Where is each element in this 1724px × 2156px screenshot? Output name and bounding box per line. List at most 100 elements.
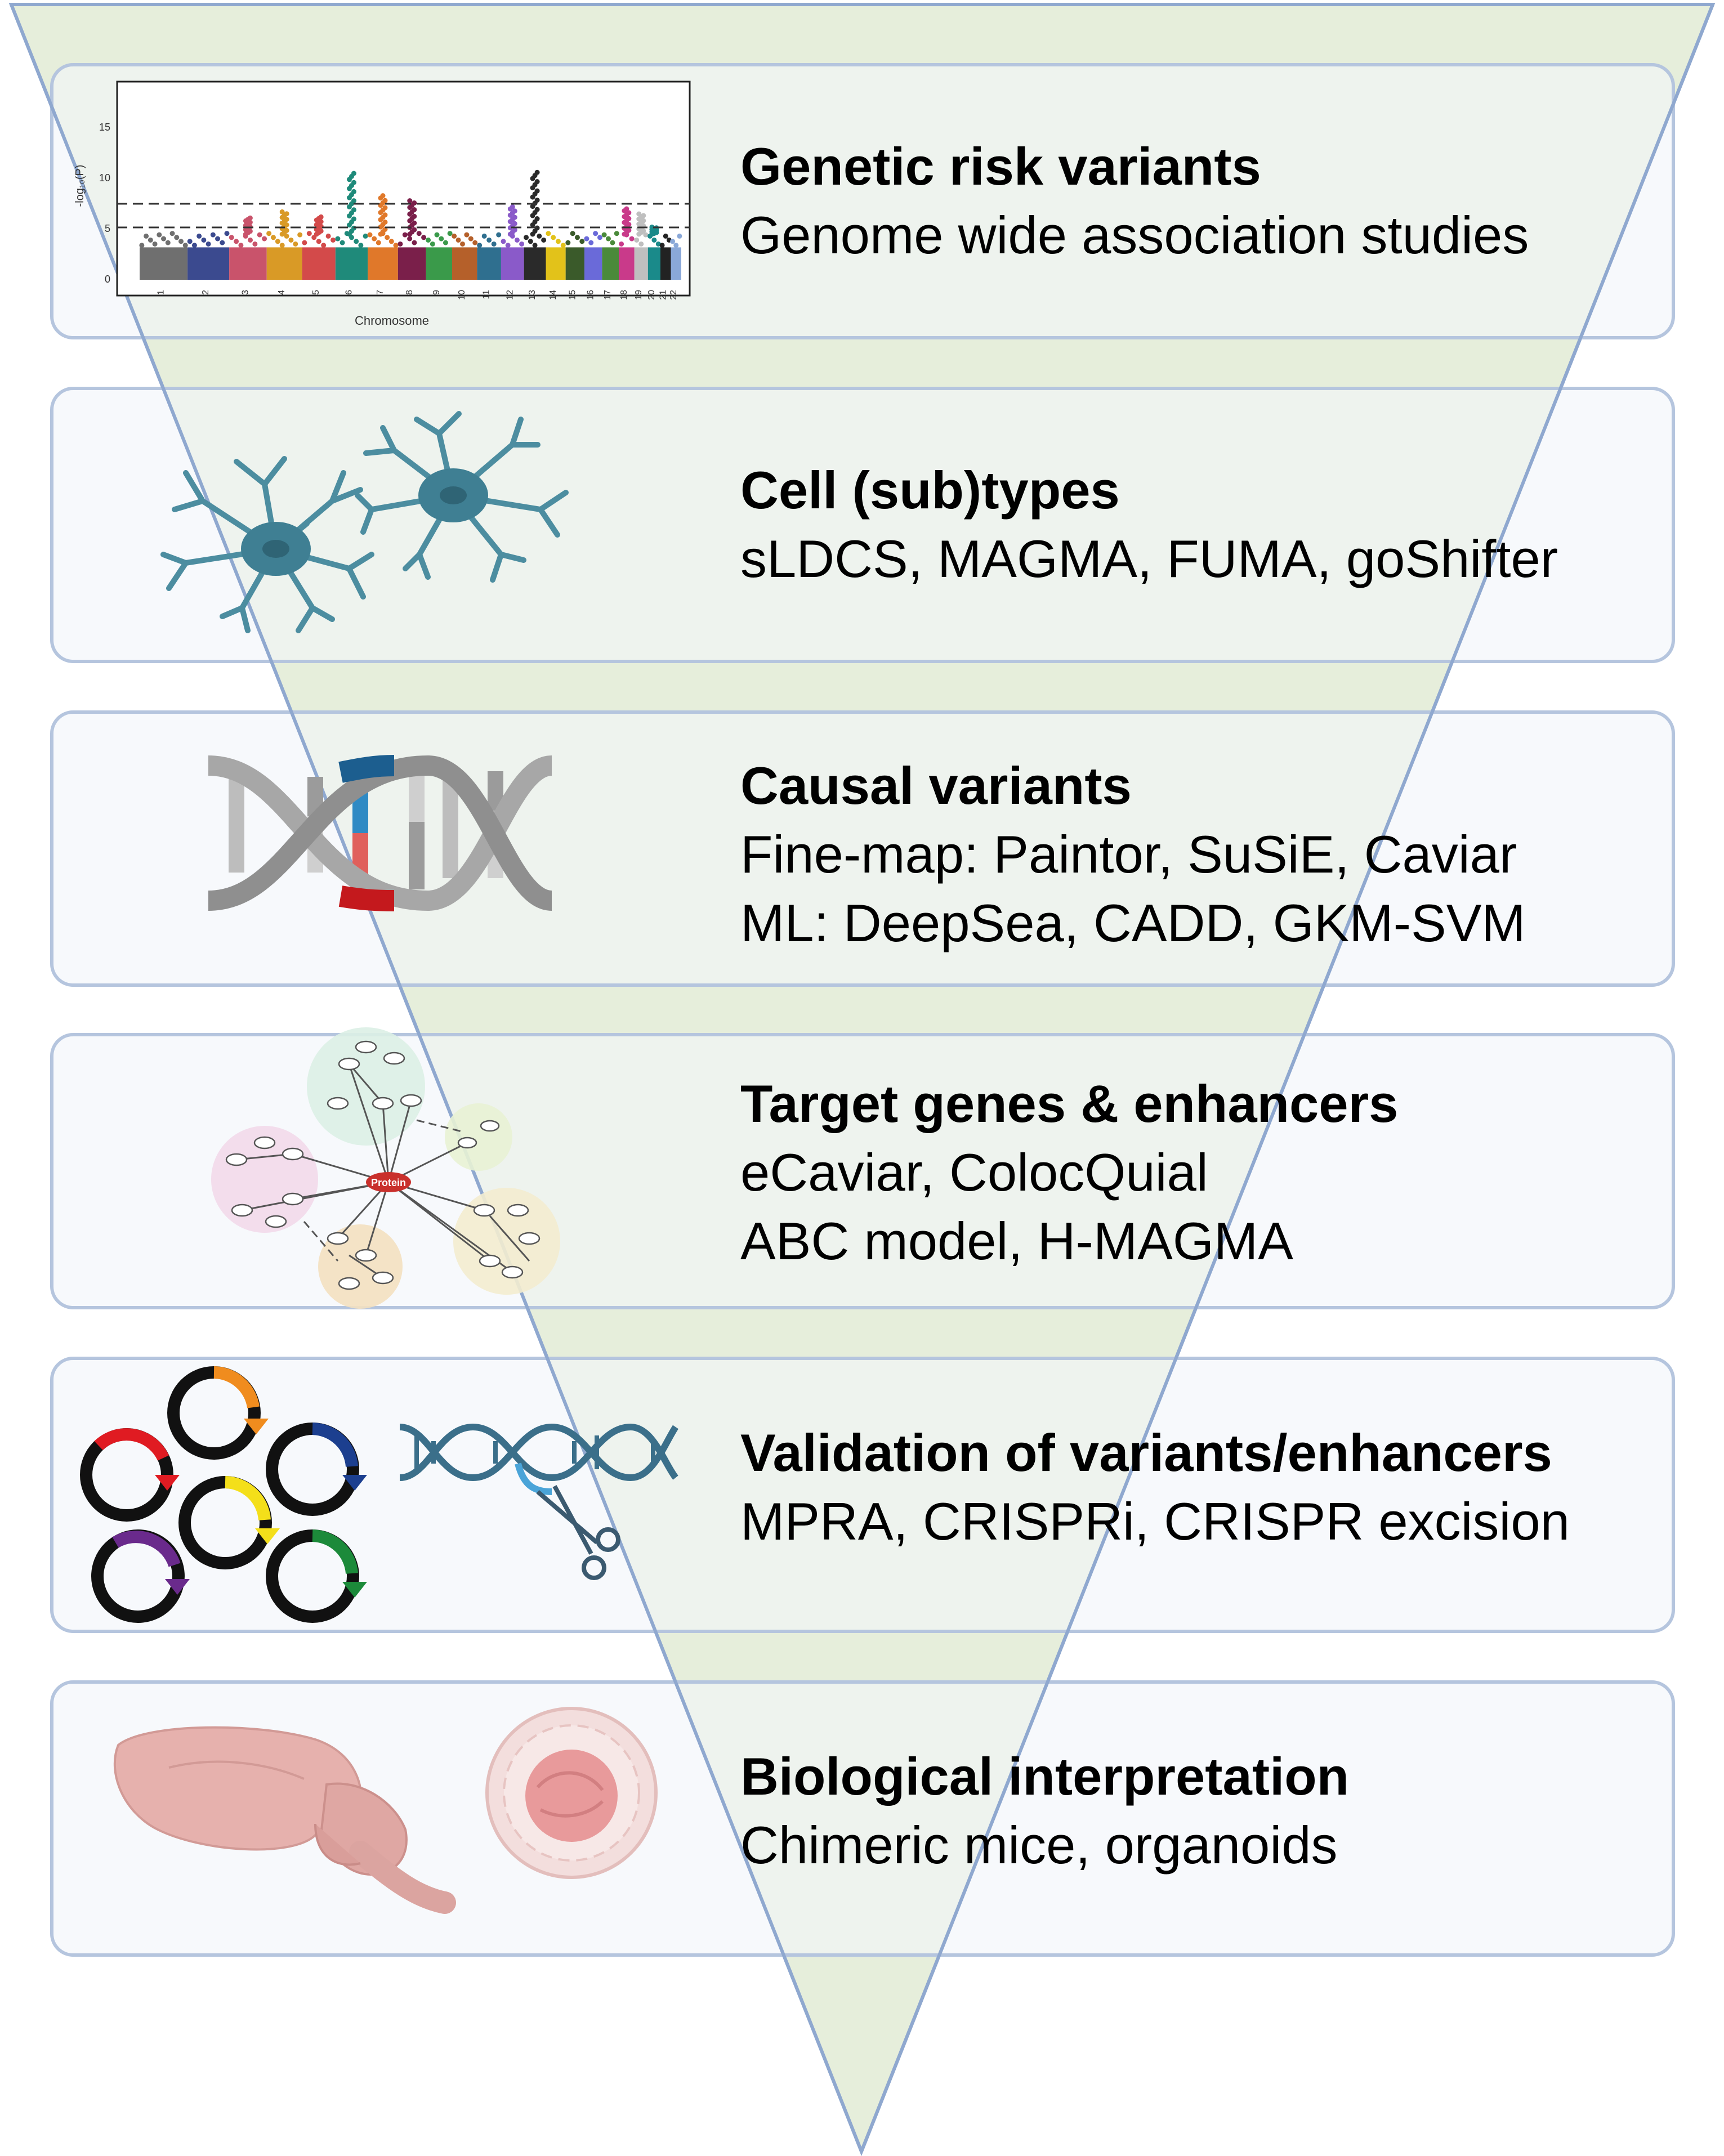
manhattan-point — [165, 240, 171, 245]
manhattan-point — [257, 232, 262, 238]
manhattan-point — [601, 232, 607, 238]
manhattan-point — [560, 243, 566, 248]
panel-title: Validation of variants/enhancers — [740, 1423, 1552, 1482]
astrocyte-cells-icon — [160, 411, 569, 633]
panel-title: Causal variants — [740, 756, 1132, 815]
manhattan-peak-point — [351, 216, 356, 222]
manhattan-point — [491, 241, 497, 247]
manhattan-peak-point — [534, 179, 540, 185]
manhattan-point — [610, 240, 615, 245]
xtick-chromosome-2: 2 — [201, 290, 211, 295]
manhattan-point — [270, 235, 276, 240]
chromosome-band-14 — [546, 247, 566, 280]
xtick-chromosome-16: 16 — [586, 290, 596, 300]
manhattan-point — [514, 237, 520, 243]
panel-box-5 — [50, 1357, 1675, 1633]
manhattan-peak-point — [407, 198, 413, 204]
panel-validation: Validation of variants/enhancers MPRA, C… — [740, 1419, 1664, 1556]
xtick-chromosome-3: 3 — [240, 290, 250, 295]
panel-method-line: ABC model, H-MAGMA — [740, 1211, 1293, 1271]
panel-causal-variants: Causal variants Fine-map: Paintor, SuSiE… — [740, 752, 1664, 958]
manhattan-point — [528, 239, 533, 244]
chromosome-band-4 — [266, 247, 302, 280]
manhattan-point — [252, 241, 258, 247]
manhattan-ylabel: -log₁₀(P) — [74, 164, 86, 207]
xtick-chromosome-7: 7 — [376, 290, 385, 295]
manhattan-point — [452, 233, 457, 239]
manhattan-point — [201, 237, 207, 243]
chromosome-band-1 — [140, 247, 188, 280]
manhattan-point — [157, 232, 162, 238]
manhattan-point — [238, 243, 244, 248]
manhattan-peak-point — [626, 227, 632, 233]
mouse-brain — [113, 1726, 456, 1914]
manhattan-point — [537, 233, 542, 239]
manhattan-point — [481, 233, 487, 239]
manhattan-point — [486, 237, 492, 243]
manhattan-peak-point — [626, 222, 632, 227]
funnel-edge-right — [860, 3, 1714, 2153]
ytick-0: 0 — [105, 274, 110, 285]
manhattan-point — [288, 237, 294, 243]
manhattan-point — [397, 241, 403, 247]
manhattan-peak-point — [382, 198, 388, 203]
chromosome-band-15 — [565, 247, 584, 280]
manhattan-peak-point — [382, 212, 388, 218]
manhattan-point — [584, 236, 589, 241]
manhattan-point — [439, 236, 444, 241]
manhattan-peak-point — [641, 213, 646, 218]
manhattan-peak-point — [351, 207, 356, 213]
manhattan-point — [196, 233, 202, 239]
manhattan-point — [673, 243, 679, 248]
chromosome-band-9 — [426, 247, 452, 280]
manhattan-point — [606, 236, 611, 241]
chromosome-band-12 — [501, 247, 524, 280]
funnel-edge-left — [10, 3, 863, 2153]
chromosome-band-22 — [671, 247, 681, 280]
manhattan-point — [206, 241, 211, 247]
manhattan-point — [597, 235, 602, 240]
manhattan-point — [496, 232, 502, 238]
manhattan-point — [161, 236, 167, 241]
manhattan-peak-point — [534, 216, 540, 222]
chromosome-band-7 — [368, 247, 398, 280]
manhattan-point — [659, 243, 665, 248]
manhattan-point — [629, 236, 635, 241]
astrocyte-cell-right — [355, 411, 569, 583]
manhattan-point — [302, 240, 307, 245]
manhattan-point — [330, 237, 336, 243]
panel-method-line: eCaviar, ColocQuial — [740, 1143, 1208, 1202]
manhattan-point — [426, 237, 431, 243]
xtick-chromosome-15: 15 — [568, 290, 577, 300]
manhattan-point — [416, 231, 422, 236]
xtick-chromosome-20: 20 — [647, 290, 656, 300]
manhattan-peak-point — [624, 206, 629, 212]
manhattan-point — [505, 243, 511, 248]
manhattan-yticks: 0 5 10 15 — [99, 122, 110, 285]
chromosome-band-11 — [477, 247, 501, 280]
ytick-15: 15 — [99, 122, 110, 133]
manhattan-point — [279, 243, 285, 248]
xtick-chromosome-13: 13 — [528, 290, 537, 300]
manhattan-point — [477, 243, 483, 248]
xtick-chromosome-9: 9 — [432, 290, 441, 295]
chromosome-band-6 — [335, 247, 368, 280]
panel-box-6 — [50, 1680, 1675, 1957]
manhattan-point — [464, 232, 470, 238]
manhattan-point — [651, 237, 657, 243]
manhattan-point — [634, 237, 640, 243]
manhattan-point — [220, 240, 225, 245]
chromosome-band-3 — [229, 247, 267, 280]
panel-cell-subtypes: Cell (sub)types sLDCS, MAGMA, FUMA, goSh… — [740, 456, 1664, 593]
xtick-chromosome-21: 21 — [658, 290, 668, 300]
plasmids-crispr-icon — [80, 1366, 679, 1623]
manhattan-point — [519, 241, 525, 247]
chromosome-band-8 — [397, 247, 426, 280]
manhattan-point — [455, 237, 461, 243]
chromosome-band-5 — [302, 247, 336, 280]
manhattan-point — [139, 243, 145, 248]
xtick-chromosome-4: 4 — [277, 290, 287, 295]
manhattan-point — [266, 231, 272, 236]
manhattan-point — [468, 236, 474, 241]
manhattan-point — [619, 241, 624, 247]
